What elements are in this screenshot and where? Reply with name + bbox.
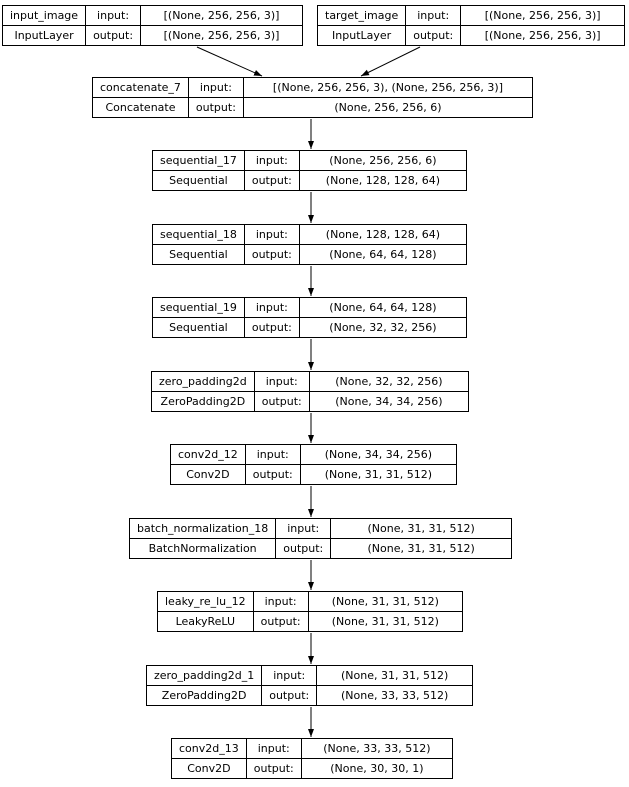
layer-node-sequential-18: sequential_18 input: (None, 128, 128, 64… <box>152 224 468 265</box>
layer-name: batch_normalization_18 <box>128 518 277 539</box>
layer-type: Conv2D <box>171 758 247 779</box>
layer-name: concatenate_7 <box>92 77 189 98</box>
input-shape: [(None, 256, 256, 3), (None, 256, 256, 3… <box>242 77 534 98</box>
layer-node-sequential-19: sequential_19 input: (None, 64, 64, 128)… <box>152 297 468 338</box>
layer-type: LeakyReLU <box>157 611 254 632</box>
output-label: output: <box>244 464 301 485</box>
output-label: output: <box>85 25 142 46</box>
output-shape: [(None, 256, 256, 3)] <box>140 25 303 46</box>
layer-type: InputLayer <box>316 25 407 46</box>
input-label: input: <box>261 665 318 686</box>
input-label: input: <box>275 518 332 539</box>
input-label: input: <box>187 77 244 98</box>
layer-node-batch-normalization-18: batch_normalization_18 input: (None, 31,… <box>128 518 512 559</box>
layer-name: sequential_17 <box>152 150 245 171</box>
input-label: input: <box>252 591 309 612</box>
input-label: input: <box>405 5 462 26</box>
input-label: input: <box>243 150 300 171</box>
layer-node-leaky-re-lu-12: leaky_re_lu_12 input: (None, 31, 31, 512… <box>157 591 464 632</box>
layer-name: input_image <box>1 5 87 26</box>
output-label: output: <box>243 244 300 265</box>
layer-node-conv2d-13: conv2d_13 input: (None, 33, 33, 512) Con… <box>171 738 454 779</box>
output-shape: (None, 31, 31, 512) <box>299 464 458 485</box>
output-label: output: <box>261 685 318 706</box>
output-label: output: <box>243 170 300 191</box>
layer-name: target_image <box>316 5 407 26</box>
output-label: output: <box>405 25 462 46</box>
layer-name: zero_padding2d <box>151 371 255 392</box>
layer-type: InputLayer <box>1 25 87 46</box>
output-label: output: <box>253 391 310 412</box>
output-label: output: <box>243 317 300 338</box>
output-shape: (None, 31, 31, 512) <box>330 538 512 559</box>
output-label: output: <box>245 758 302 779</box>
input-shape: (None, 128, 128, 64) <box>298 224 468 245</box>
layer-type: Conv2D <box>170 464 246 485</box>
input-shape: [(None, 256, 256, 3)] <box>460 5 625 26</box>
input-label: input: <box>244 444 301 465</box>
output-label: output: <box>275 538 332 559</box>
layer-type: BatchNormalization <box>128 538 277 559</box>
input-shape: (None, 34, 34, 256) <box>299 444 458 465</box>
layer-name: conv2d_12 <box>170 444 246 465</box>
layer-name: zero_padding2d_1 <box>145 665 263 686</box>
input-label: input: <box>243 297 300 318</box>
layer-node-concatenate-7: concatenate_7 input: [(None, 256, 256, 3… <box>92 77 534 118</box>
output-shape: (None, 34, 34, 256) <box>308 391 470 412</box>
input-shape: (None, 32, 32, 256) <box>308 371 470 392</box>
layer-node-sequential-17: sequential_17 input: (None, 256, 256, 6)… <box>152 150 468 191</box>
layer-node-conv2d-12: conv2d_12 input: (None, 34, 34, 256) Con… <box>170 444 458 485</box>
layer-node-target-image: target_image input: [(None, 256, 256, 3)… <box>316 5 625 46</box>
layer-name: conv2d_13 <box>171 738 247 759</box>
input-label: input: <box>253 371 310 392</box>
input-label: input: <box>243 224 300 245</box>
layer-node-zero-padding2d: zero_padding2d input: (None, 32, 32, 256… <box>151 371 470 412</box>
output-shape: (None, 128, 128, 64) <box>298 170 468 191</box>
input-shape: (None, 31, 31, 512) <box>307 591 464 612</box>
output-shape: (None, 32, 32, 256) <box>298 317 468 338</box>
layer-type: Concatenate <box>92 97 189 118</box>
input-label: input: <box>85 5 142 26</box>
edge-target_image-to-concatenate_7 <box>360 46 421 77</box>
output-label: output: <box>252 611 309 632</box>
input-label: input: <box>245 738 302 759</box>
input-shape: (None, 31, 31, 512) <box>330 518 512 539</box>
output-shape: (None, 64, 64, 128) <box>298 244 468 265</box>
layer-name: leaky_re_lu_12 <box>157 591 254 612</box>
input-shape: (None, 256, 256, 6) <box>298 150 468 171</box>
layer-type: ZeroPadding2D <box>145 685 263 706</box>
layer-type: Sequential <box>152 170 245 191</box>
layer-name: sequential_19 <box>152 297 245 318</box>
layer-type: Sequential <box>152 317 245 338</box>
input-shape: [(None, 256, 256, 3)] <box>140 5 303 26</box>
layer-type: Sequential <box>152 244 245 265</box>
output-shape: (None, 30, 30, 1) <box>300 758 454 779</box>
output-shape: [(None, 256, 256, 3)] <box>460 25 625 46</box>
input-shape: (None, 64, 64, 128) <box>298 297 468 318</box>
input-shape: (None, 31, 31, 512) <box>316 665 473 686</box>
input-shape: (None, 33, 33, 512) <box>300 738 454 759</box>
output-shape: (None, 33, 33, 512) <box>316 685 473 706</box>
output-label: output: <box>187 97 244 118</box>
layer-node-input-image: input_image input: [(None, 256, 256, 3)]… <box>1 5 303 46</box>
output-shape: (None, 31, 31, 512) <box>307 611 464 632</box>
layer-type: ZeroPadding2D <box>151 391 255 412</box>
layer-name: sequential_18 <box>152 224 245 245</box>
edge-input_image-to-concatenate_7 <box>196 46 263 77</box>
output-shape: (None, 256, 256, 6) <box>242 97 534 118</box>
layer-node-zero-padding2d-1: zero_padding2d_1 input: (None, 31, 31, 5… <box>145 665 473 706</box>
